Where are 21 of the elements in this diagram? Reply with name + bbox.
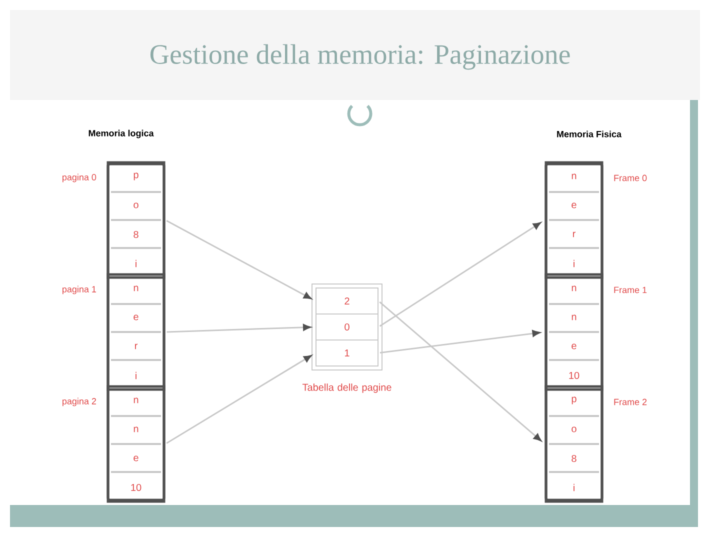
memory-block: p o 8 i <box>544 385 604 503</box>
memory-block: n n e 10 <box>106 385 166 503</box>
frame-label: Frame 0 <box>614 174 647 182</box>
node-label: Memoria Fisica <box>557 130 622 138</box>
title: Gestione della memoria: Paginazione <box>150 44 570 70</box>
arrow <box>379 222 541 327</box>
arrow <box>166 220 312 300</box>
node-label: Tabella delle pagine <box>302 384 392 393</box>
node-label: Memoria logica <box>88 130 154 138</box>
page-label: pagina 0 <box>62 174 96 182</box>
table-row: 2 <box>316 288 378 314</box>
arrow <box>380 330 540 354</box>
frame-label: Frame 1 <box>614 286 647 294</box>
frame-label: Frame 2 <box>614 398 647 406</box>
page-label: pagina 1 <box>62 286 96 294</box>
table-row: 0 <box>316 314 378 340</box>
table-row: 1 <box>316 340 378 366</box>
arrow <box>166 355 312 444</box>
arrow <box>379 301 542 442</box>
page-label: pagina 2 <box>62 398 96 406</box>
arrow <box>166 324 311 333</box>
